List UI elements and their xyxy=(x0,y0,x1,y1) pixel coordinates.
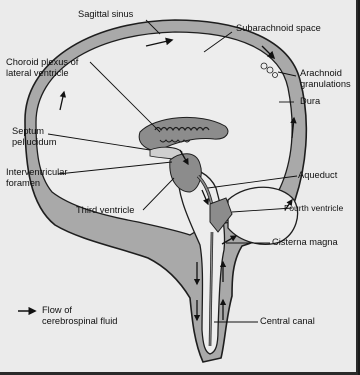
label-septum-line1: Septum xyxy=(12,126,56,137)
label-foramen-line1: Interventricular xyxy=(6,167,68,178)
legend-text: Flow of cerebrospinal fluid xyxy=(42,305,117,327)
label-interventricular-foramen: Interventricular foramen xyxy=(6,167,68,189)
label-third-ventricle: Third ventricle xyxy=(76,205,134,216)
label-sagittal-sinus: Sagittal sinus xyxy=(78,9,133,20)
label-choroid-plexus-line2: lateral ventricle xyxy=(6,68,78,79)
label-subarachnoid-space: Subarachnoid space xyxy=(236,23,321,34)
label-arachnoid-granulations: Arachnoid granulations xyxy=(300,68,351,90)
label-aqueduct: Aqueduct xyxy=(298,170,337,181)
label-septum-pellucidum: Septum pellucidum xyxy=(12,126,56,148)
label-septum-line2: pellucidum xyxy=(12,137,56,148)
label-dura: Dura xyxy=(300,96,320,107)
label-choroid-plexus: Choroid plexus of lateral ventricle xyxy=(6,57,78,79)
legend-line2: cerebrospinal fluid xyxy=(42,316,117,327)
cerebellum xyxy=(228,187,298,244)
label-arachnoid-line1: Arachnoid xyxy=(300,68,351,79)
label-cisterna-magna: Cisterna magna xyxy=(272,237,338,248)
legend-line1: Flow of xyxy=(42,305,117,316)
label-choroid-plexus-line1: Choroid plexus of xyxy=(6,57,78,68)
label-fourth-ventricle: Fourth ventricle xyxy=(284,203,343,214)
label-arachnoid-line2: granulations xyxy=(300,79,351,90)
label-foramen-line2: foramen xyxy=(6,178,68,189)
label-central-canal: Central canal xyxy=(260,316,315,327)
